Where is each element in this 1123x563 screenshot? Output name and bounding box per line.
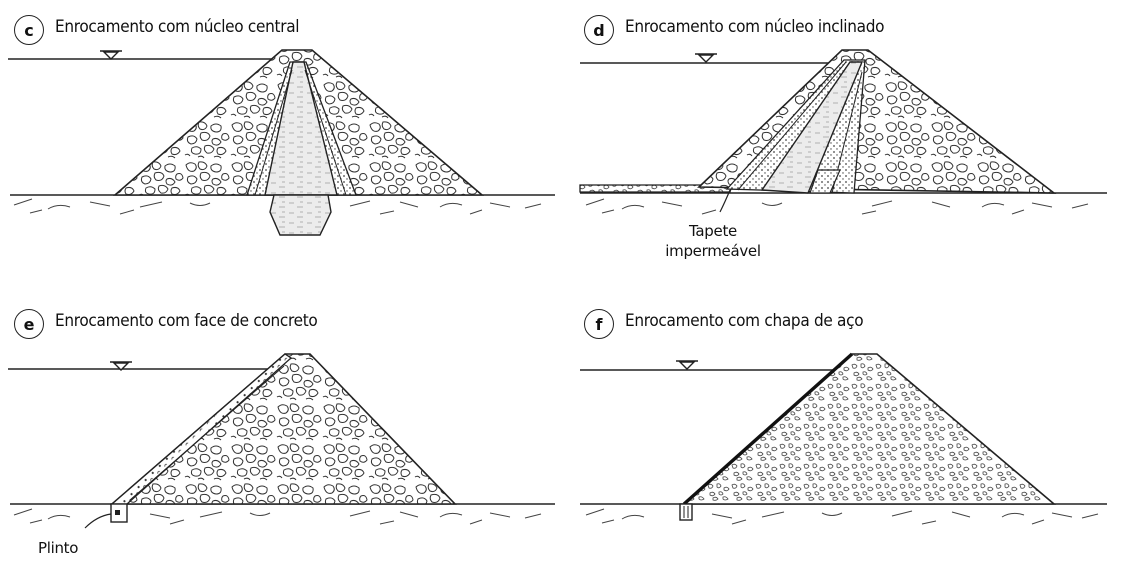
dam-diagram-d (579, 49, 1107, 215)
water-level-icon (100, 50, 122, 60)
inclined-core (760, 61, 864, 194)
dam-diagram-f (580, 352, 1107, 525)
dam-diagram-c (8, 49, 555, 236)
annotation-label: Tapete impermeável (658, 221, 768, 261)
panel-title: Enrocamento com núcleo central (55, 17, 300, 37)
panel-e: e Enrocamento com face de concreto Plint… (0, 282, 561, 563)
panel-letter-badge: f (584, 309, 614, 339)
ground-hatch-marks (585, 198, 1089, 215)
impermeable-blanket (579, 184, 733, 193)
panel-letter-badge: d (584, 15, 614, 45)
core-cutoff (269, 194, 332, 236)
panel-f: f Enrocamento com chapa de aço (562, 282, 1123, 563)
annotation-leader (719, 189, 731, 213)
steel-plate-face (682, 352, 854, 506)
panel-letter-badge: c (14, 15, 44, 45)
panel-title: Enrocamento com núcleo inclinado (625, 17, 885, 37)
annotation-line: Tapete (689, 222, 737, 240)
ground-hatch-marks (585, 508, 1099, 525)
ground-hatch-marks (13, 508, 542, 525)
rockfill-shell (109, 353, 457, 505)
water-level-icon (676, 360, 698, 370)
rockfill-shell (681, 353, 1057, 505)
dam-diagram-e (8, 353, 555, 529)
annotation-line: impermeável (665, 242, 761, 260)
panel-c: c Enrocamento com núcleo central (0, 0, 561, 281)
panel-d: d Enrocamento com núcleo inclinado Tapet… (562, 0, 1123, 281)
panel-title: Enrocamento com chapa de aço (625, 311, 864, 331)
water-level-icon (110, 361, 132, 371)
ground-hatch-marks (13, 198, 542, 215)
annotation-leader (84, 513, 112, 529)
plinth (679, 503, 693, 521)
annotation-label: Plinto (38, 538, 98, 558)
annotation-line: Plinto (38, 539, 79, 557)
panel-letter-badge: e (14, 309, 44, 339)
panel-title: Enrocamento com face de concreto (55, 311, 318, 331)
water-level-icon (695, 53, 717, 63)
